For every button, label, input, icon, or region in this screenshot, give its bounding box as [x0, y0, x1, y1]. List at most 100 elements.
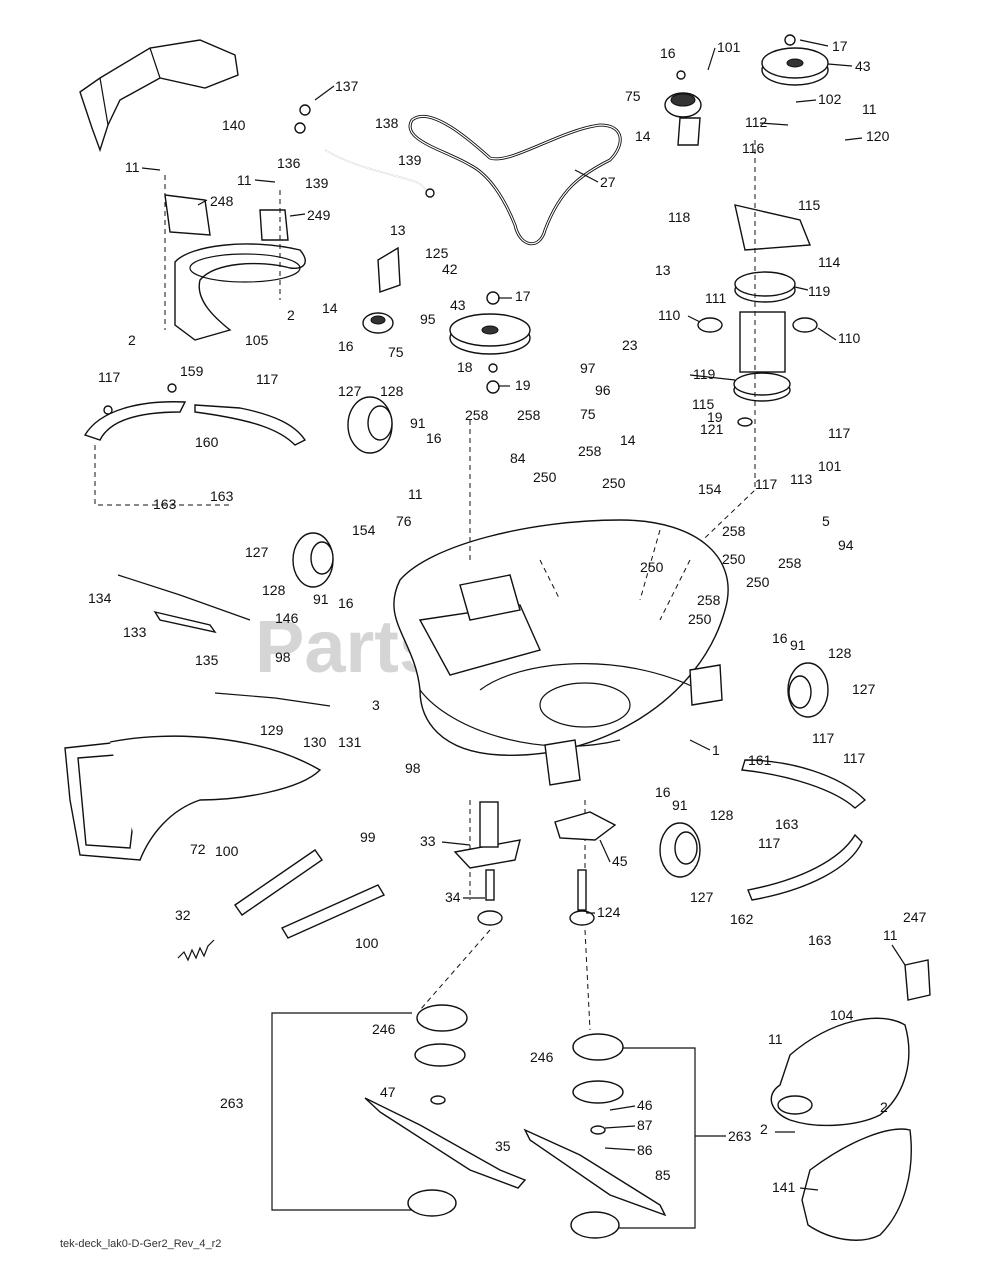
callout: 75 [580, 406, 596, 422]
callout: 43 [855, 58, 871, 74]
callout: 258 [778, 555, 802, 571]
part-75-idler-pulley-top [664, 70, 702, 118]
callout: 13 [390, 222, 406, 238]
callout: 250 [722, 551, 746, 567]
callout: 136 [277, 155, 301, 171]
callout: 250 [640, 559, 664, 575]
callout: 138 [375, 115, 399, 131]
callout: 17 [832, 38, 848, 54]
callout: 96 [595, 382, 611, 398]
callout: 76 [396, 513, 412, 529]
part-99-brackets [234, 849, 386, 939]
part-125-idler-bracket [362, 246, 401, 334]
callout: 130 [303, 734, 327, 750]
callout: 45 [612, 853, 628, 869]
callout: 119 [693, 366, 716, 382]
part-119-gears [697, 271, 818, 427]
callout: 91 [672, 797, 688, 813]
callout: 98 [405, 760, 421, 776]
callout: 11 [768, 1031, 783, 1047]
callout: 137 [335, 78, 359, 94]
callout: 97 [580, 360, 596, 376]
callout: 161 [748, 752, 772, 768]
callout: 33 [420, 833, 436, 849]
callout: 91 [410, 415, 426, 431]
callout: 131 [338, 734, 362, 750]
part-128-wheel-bottom [659, 822, 701, 878]
callout: 114 [818, 254, 841, 270]
callout: 163 [153, 496, 177, 512]
callout: 258 [697, 592, 721, 608]
callout: 247 [903, 909, 927, 925]
callout: 134 [88, 590, 112, 606]
callout: 110 [658, 307, 681, 323]
callout: 258 [722, 523, 746, 539]
part-33-spindle-left [453, 801, 521, 926]
part-104-shield [770, 1017, 910, 1127]
part-160-bracket [194, 404, 307, 446]
part-72-discharge-chute [64, 735, 322, 861]
callout: 263 [728, 1128, 752, 1144]
callout: 249 [307, 207, 331, 223]
callout: 127 [338, 383, 362, 399]
callout: 14 [620, 432, 636, 448]
callout: 32 [175, 907, 191, 923]
callout: 105 [245, 332, 269, 348]
callout: 127 [245, 544, 269, 560]
callout: 112 [745, 114, 768, 130]
callout: 23 [622, 337, 638, 353]
part-249-bracket [259, 209, 289, 241]
callout: 2 [128, 332, 136, 348]
callout: 124 [597, 904, 621, 920]
callout: 116 [742, 140, 765, 156]
callout: 117 [98, 369, 121, 385]
callout: 16 [655, 784, 671, 800]
callout: 133 [123, 624, 147, 640]
callout: 100 [355, 935, 379, 951]
callout: 113 [790, 471, 813, 487]
footer-text: tek-deck_lak0-D-Ger2_Rev_4_r2 [60, 1238, 221, 1250]
callout: 35 [495, 1138, 511, 1154]
callout: 248 [210, 193, 234, 209]
callout: 19 [707, 409, 723, 425]
callout: 46 [637, 1097, 653, 1113]
callout: 11 [408, 486, 423, 502]
callout: 127 [852, 681, 876, 697]
callout: 258 [465, 407, 489, 423]
callout: 11 [862, 101, 877, 117]
callout: 117 [256, 371, 279, 387]
callout: 250 [533, 469, 557, 485]
callout: 125 [425, 245, 449, 261]
callout: 163 [775, 816, 799, 832]
callout: 117 [812, 730, 835, 746]
callout: 120 [866, 128, 890, 144]
part-45-spindle-right [554, 811, 617, 926]
callout: 163 [210, 488, 234, 504]
part-162-bracket [747, 833, 863, 901]
callout: 94 [838, 537, 854, 553]
callout: 263 [220, 1095, 244, 1111]
callout: 47 [380, 1084, 396, 1100]
callout: 85 [655, 1167, 671, 1183]
part-161-bracket [741, 759, 867, 809]
leader-lines [141, 39, 906, 1191]
callout: 101 [818, 458, 842, 474]
callout: 27 [600, 174, 616, 190]
callout: 127 [690, 889, 714, 905]
callout: 160 [195, 434, 219, 450]
callout: 128 [710, 807, 734, 823]
callout: 162 [730, 911, 754, 927]
callout: 258 [578, 443, 602, 459]
part-159-bracket [83, 383, 187, 441]
callout: 139 [398, 152, 422, 168]
callout: 128 [828, 645, 852, 661]
part-43-pulley-top [761, 34, 829, 86]
callout: 16 [338, 595, 354, 611]
callout: 16 [772, 630, 788, 646]
callout: 146 [275, 610, 299, 626]
callout: 34 [445, 889, 461, 905]
callout: 3 [372, 697, 380, 713]
part-128-wheel-left-top [347, 396, 393, 454]
callout: 141 [772, 1179, 796, 1195]
callout: 250 [688, 611, 712, 627]
